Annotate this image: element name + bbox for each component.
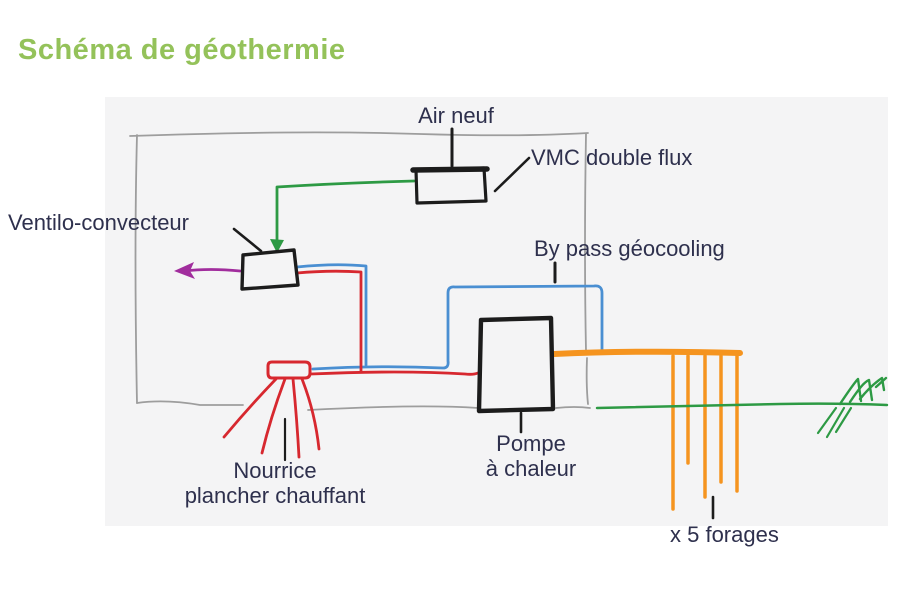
label-bypass-geocooling: By pass géocooling (534, 236, 725, 261)
label-pompe-line1: Pompe (496, 431, 566, 456)
label-pompe-a-chaleur: Pompe à chaleur (456, 431, 606, 481)
label-pompe-line2: à chaleur (485, 456, 577, 481)
label-nourrice-line1: Nourrice (233, 458, 317, 483)
label-nourrice-line2: plancher chauffant (184, 483, 366, 508)
label-ventilo-convecteur: Ventilo-convecteur (8, 210, 189, 235)
label-vmc-double-flux: VMC double flux (531, 145, 693, 170)
label-air-neuf: Air neuf (418, 103, 494, 128)
page-title: Schéma de géothermie (18, 34, 346, 66)
label-x5-forages: x 5 forages (670, 522, 779, 547)
label-nourrice: Nourrice plancher chauffant (145, 458, 405, 508)
